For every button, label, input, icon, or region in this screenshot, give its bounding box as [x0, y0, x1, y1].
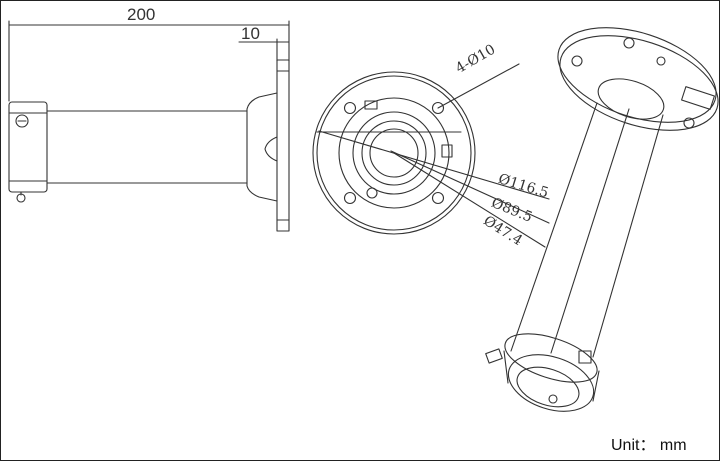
iso-clamp-bore [516, 366, 580, 408]
leader-mount-holes [437, 63, 520, 109]
camera-clamp [8, 101, 48, 193]
leader-flange-diameter [318, 130, 550, 200]
mount-hole-4 [431, 191, 445, 205]
ring-tab-top [364, 100, 378, 110]
collar-bolt [264, 136, 278, 162]
iso-clip [681, 86, 715, 110]
leader-bolt-circle [390, 150, 550, 224]
iso-collar [597, 78, 665, 120]
mount-hole-2 [431, 101, 445, 115]
iso-clamp-side-left [503, 350, 509, 384]
iso-clamp-screw-top [578, 350, 592, 364]
iso-tube-center [550, 108, 630, 354]
iso-hole-4 [656, 56, 666, 66]
iso-clamp-bottom [507, 354, 595, 412]
tube-ring-mid [361, 120, 427, 186]
front-view [312, 63, 550, 248]
dim-flange-thickness: 10 [241, 24, 260, 43]
iso-tube-right [592, 114, 664, 358]
flange-outline [312, 71, 476, 235]
iso-hole-2 [623, 37, 635, 49]
mount-hole-3 [343, 191, 357, 205]
iso-clamp-top [504, 333, 598, 383]
mount-hole-1 [343, 101, 357, 115]
clamp-screw-top [15, 114, 29, 128]
unit-label: Unit： mm [611, 437, 687, 454]
iso-clamp-screw-bottom [548, 394, 558, 404]
wall-flange [276, 59, 290, 232]
iso-tube-left [510, 102, 598, 352]
iso-flange-bottom [559, 35, 719, 131]
flange-outline-inner [316, 75, 472, 231]
side-view [8, 20, 290, 232]
flange-collar [246, 92, 278, 202]
leader-tube-diameter [393, 152, 546, 248]
iso-hole-1 [571, 55, 583, 67]
bolt-ring [338, 97, 450, 209]
iso-hole-3 [683, 117, 695, 129]
tube-bore [369, 128, 419, 178]
ring-tab-right [441, 144, 453, 158]
iso-clamp-side-right [592, 370, 600, 402]
iso-clamp-screw-left [485, 348, 503, 364]
dim-overall-length: 200 [127, 5, 156, 24]
tube-ring-outer [352, 111, 436, 195]
ring-screw [366, 187, 378, 199]
iso-flange-top [557, 27, 717, 123]
perspective-view [485, 27, 719, 412]
